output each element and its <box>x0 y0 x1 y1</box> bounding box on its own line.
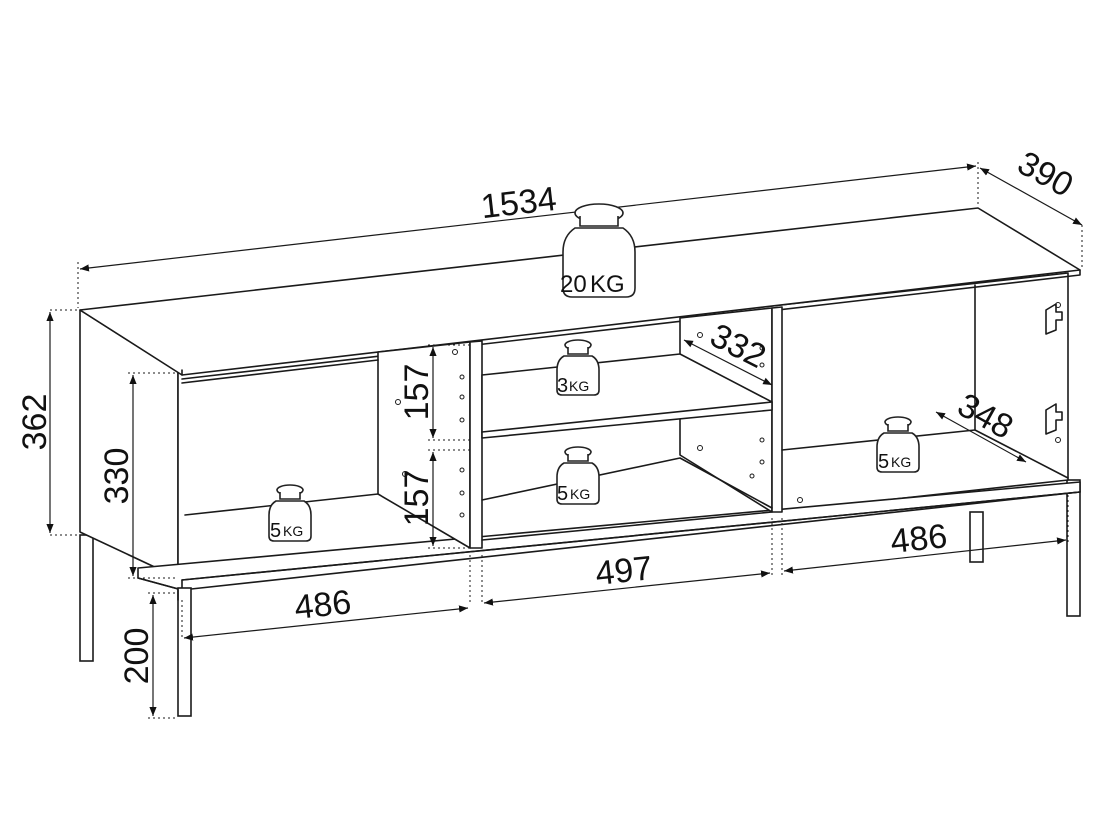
leg-back-left <box>79 534 94 662</box>
dim-total-height: 362 <box>16 394 54 451</box>
dim-left-width: 486 <box>293 583 353 627</box>
weight-middle-lower-value: 5 <box>557 483 568 505</box>
dim-upper-shelf-height: 157 <box>398 364 436 421</box>
weight-top-value: 20 <box>560 271 587 298</box>
weight-top-icon: 20 KG <box>560 203 636 298</box>
hinge-upper-icon <box>1045 303 1063 335</box>
weight-middle-lower-unit: KG <box>570 486 590 502</box>
leg-back-right <box>1066 479 1081 617</box>
weight-right-icon: 5 KG <box>876 416 920 473</box>
weight-middle-upper-value: 3 <box>557 375 568 397</box>
dim-leg-height: 200 <box>118 628 156 685</box>
dimension-lines <box>46 162 1083 719</box>
leg-front-left <box>177 587 192 717</box>
leg-back-mid <box>969 511 984 563</box>
dim-total-width: 1534 <box>479 180 558 226</box>
dim-right-width: 486 <box>889 517 949 561</box>
weight-left-value: 5 <box>270 520 281 542</box>
weight-right-unit: KG <box>891 454 911 470</box>
dim-depth: 390 <box>1011 144 1079 205</box>
dim-cabinet-height: 330 <box>98 448 136 505</box>
weight-middle-upper-unit: KG <box>569 378 589 394</box>
weight-middle-upper-icon: 3 KG <box>556 339 600 397</box>
weight-left-icon: 5 KG <box>268 484 312 542</box>
weight-top-unit: KG <box>590 271 625 298</box>
weight-left-unit: KG <box>283 523 303 539</box>
dim-middle-width: 497 <box>594 549 654 593</box>
weight-middle-lower-icon: 5 KG <box>556 446 600 505</box>
dim-lower-shelf-height: 157 <box>398 470 436 527</box>
hinge-lower-icon <box>1045 403 1063 435</box>
weight-right-value: 5 <box>878 451 889 473</box>
